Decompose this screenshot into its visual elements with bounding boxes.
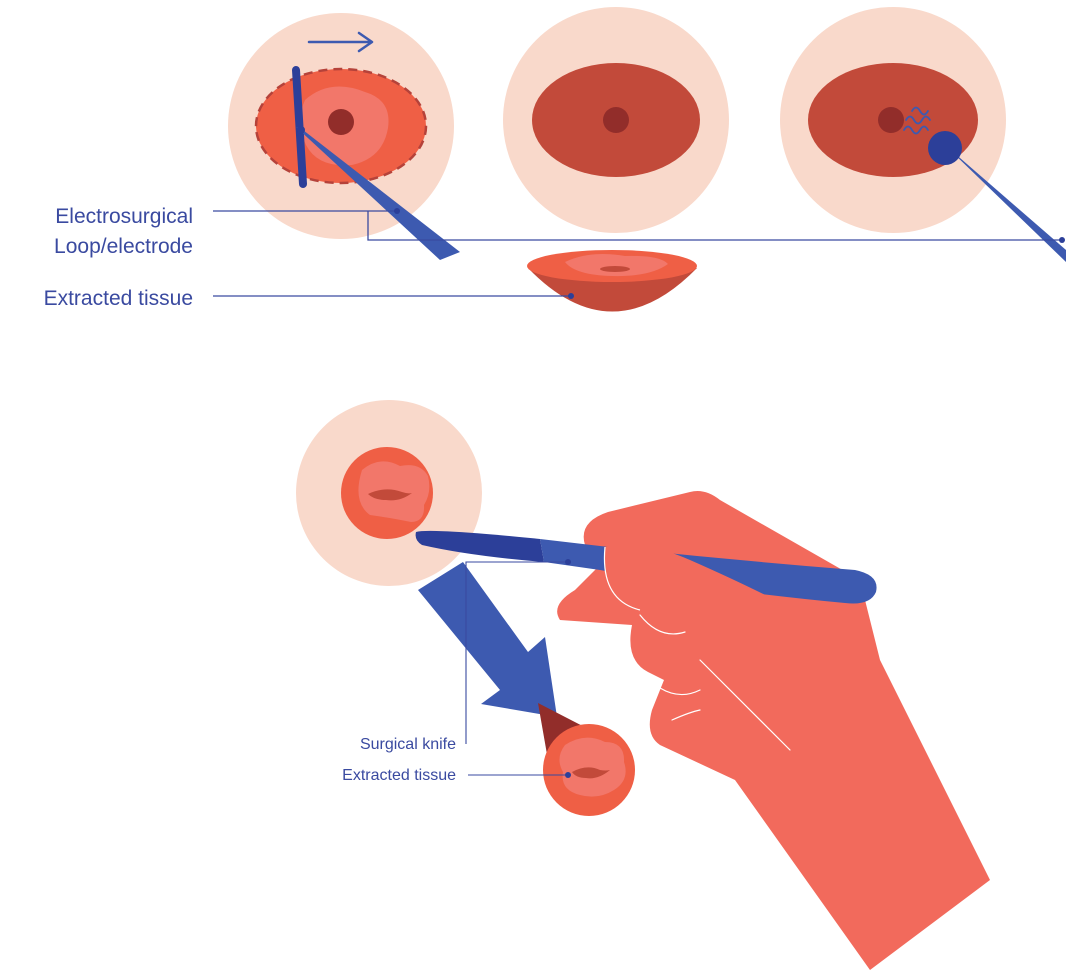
leader-dot xyxy=(1059,237,1065,243)
label-electrosurgical-line2: Loop/electrode xyxy=(54,235,193,258)
panel-excised xyxy=(503,7,729,233)
leader-dot xyxy=(565,772,571,778)
label-electrosurgical-line1: Electrosurgical xyxy=(55,205,193,228)
leader-dot xyxy=(568,293,574,299)
electrode-ball xyxy=(928,131,962,165)
panel-loop-excision xyxy=(228,13,460,260)
electrode-handle xyxy=(950,150,1066,262)
label-extracted-tissue-top: Extracted tissue xyxy=(44,287,574,310)
leader-dot xyxy=(394,208,400,214)
panel-cauterize xyxy=(780,7,1066,262)
lesion-core xyxy=(603,107,629,133)
extracted-tissue-bowl xyxy=(527,250,697,312)
extracted-highlight xyxy=(559,738,625,797)
electrode-joint xyxy=(297,126,305,134)
label-extracted-tissue-text: Extracted tissue xyxy=(342,767,456,784)
label-extracted-tissue-bottom: Extracted tissue xyxy=(342,767,571,784)
bowl-core xyxy=(600,266,630,272)
transfer-arrow xyxy=(418,562,557,717)
panel-scalpel-excision xyxy=(296,400,990,970)
label-extracted-tissue: Extracted tissue xyxy=(44,287,193,310)
lesion-core xyxy=(328,109,354,135)
leader-dot xyxy=(565,559,571,565)
lesion-core xyxy=(878,107,904,133)
label-surgical-knife-text: Surgical knife xyxy=(360,736,456,753)
